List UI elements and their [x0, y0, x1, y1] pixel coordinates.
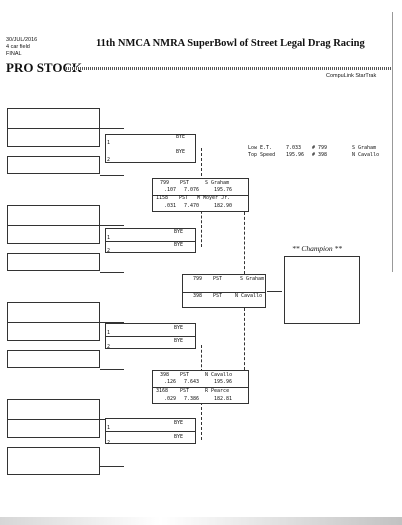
class-code: PST: [180, 388, 190, 394]
bye-pair-1b: [105, 145, 196, 163]
seed-box-1: [7, 108, 100, 147]
reaction-time: .031: [164, 203, 177, 209]
mph: 195.76: [214, 187, 233, 193]
page-edge: [392, 12, 393, 272]
bye-pair-3: [105, 323, 196, 349]
driver-name: R Pearce: [205, 388, 230, 394]
bye-label: BYE: [174, 242, 184, 248]
lane-number: 1: [107, 425, 111, 431]
champion-label: ** Champion **: [292, 244, 343, 253]
class-code: PST: [213, 293, 223, 299]
mph: 182.90: [214, 203, 233, 209]
lane-number: 1: [107, 235, 111, 241]
car-number: 799: [193, 276, 203, 282]
top-speed-value: 195.96: [286, 152, 305, 158]
class-name: PRO STOCK: [6, 60, 82, 75]
car-number: 398: [160, 372, 170, 378]
event-date: 30/JUL/2016: [6, 37, 38, 43]
car-number: 1158: [156, 195, 169, 201]
car-number: 3168: [156, 388, 169, 394]
elapsed-time: 7.643: [184, 379, 200, 385]
bye-label: BYE: [176, 134, 186, 140]
lane-number: 2: [107, 157, 111, 163]
header-rule: [66, 67, 392, 70]
car-number: 799: [160, 180, 170, 186]
top-speed-driver: N Cavallo: [352, 152, 380, 158]
bye-pair-2: [105, 228, 196, 253]
seed-box-top-3: [7, 253, 100, 271]
driver-name: S Graham: [205, 180, 230, 186]
semifinal-box-2: [152, 370, 249, 404]
scan-edge: [0, 517, 402, 525]
low-et-car: # 799: [312, 145, 328, 151]
driver-name: M Moyer Jr.: [197, 195, 231, 201]
bye-pair-4: [105, 418, 196, 444]
event-status: FINAL: [6, 51, 22, 57]
elapsed-time: 7.386: [184, 396, 200, 402]
seed-box-4: [7, 399, 100, 438]
bye-label: BYE: [174, 434, 184, 440]
bye-label: BYE: [174, 229, 184, 235]
seed-box-top-2: [7, 156, 100, 174]
top-speed-car: # 398: [312, 152, 328, 158]
class-code: PST: [180, 372, 190, 378]
low-et-value: 7.033: [286, 145, 302, 151]
low-et-label: Low E.T.: [248, 145, 273, 151]
driver-name: N Cavallo: [205, 372, 233, 378]
low-et-driver: S Graham: [352, 145, 377, 151]
elapsed-time: 7.470: [184, 203, 200, 209]
class-code: PST: [179, 195, 189, 201]
lane-number: 1: [107, 330, 111, 336]
class-code: PST: [213, 276, 223, 282]
seed-box-bottom: [7, 447, 100, 475]
semifinal-box-1: [152, 178, 249, 212]
lane-number: 2: [107, 344, 111, 350]
reaction-time: .126: [164, 379, 177, 385]
lane-number: 2: [107, 440, 111, 446]
car-number: 398: [193, 293, 203, 299]
event-title: 11th NMCA NMRA SuperBowl of Street Legal…: [96, 38, 365, 49]
seed-box-3: [7, 302, 100, 341]
seed-box-2: [7, 205, 100, 244]
field-size: 4 car field: [6, 44, 30, 50]
reaction-time: .029: [164, 396, 177, 402]
lane-number: 2: [107, 248, 111, 254]
bye-label: BYE: [174, 420, 184, 426]
timing-system: CompuLink StarTrak: [326, 73, 377, 79]
class-code: PST: [180, 180, 190, 186]
bye-label: BYE: [176, 149, 186, 155]
mph: 182.81: [214, 396, 233, 402]
champion-box: [284, 256, 360, 324]
driver-name: N Cavallo: [235, 293, 263, 299]
bye-label: BYE: [174, 325, 184, 331]
seed-box-top-4: [7, 350, 100, 368]
driver-name: S Graham: [240, 276, 265, 282]
final-box: [182, 274, 266, 308]
reaction-time: .107: [164, 187, 177, 193]
elapsed-time: 7.076: [184, 187, 200, 193]
bye-label: BYE: [174, 338, 184, 344]
top-speed-label: Top Speed: [248, 152, 276, 158]
lane-number: 1: [107, 140, 111, 146]
mph: 195.96: [214, 379, 233, 385]
